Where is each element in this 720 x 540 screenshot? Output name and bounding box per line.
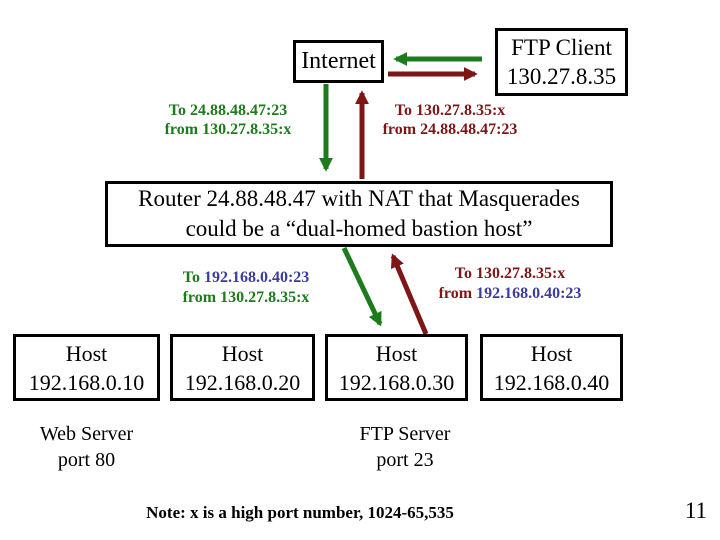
ftp-client-ip: 130.27.8.35 (506, 64, 617, 89)
packet-label-wan-outbound: To 24.88.48.47:23 from 130.27.8.35:x (138, 101, 318, 139)
packet-label-line: from 130.27.8.35:x (182, 289, 310, 306)
packet-label-line: To 130.27.8.35:x (394, 102, 506, 119)
packet-label-line: To 130.27.8.35:x (454, 265, 566, 282)
footnote: Note: x is a high port number, 1024-65,5… (146, 503, 454, 522)
packet-label-wan-inbound: To 130.27.8.35:x from 24.88.48.47:23 (360, 101, 540, 139)
host-ip: 192.168.0.20 (184, 369, 301, 395)
packet-label-lan-outbound: To 192.168.0.40:23 from 130.27.8.35:x (156, 268, 336, 308)
host-node-20: Host 192.168.0.20 (170, 334, 315, 401)
service-port: port 80 (57, 449, 116, 471)
packet-label-line: To 24.88.48.47:23 (168, 102, 288, 119)
internet-node: Internet (293, 40, 384, 83)
host-ip: 192.168.0.40 (493, 369, 610, 395)
host-name: Host (65, 340, 108, 366)
host-ip: 192.168.0.30 (338, 369, 455, 395)
host-name: Host (530, 340, 573, 366)
ftp-client-name: FTP Client (511, 35, 612, 60)
packet-label-line: from 24.88.48.47:23 (382, 121, 518, 138)
host-node-40: Host 192.168.0.40 (480, 334, 623, 401)
page-number: 11 (684, 498, 707, 523)
ftp-client-node: FTP Client 130.27.8.35 (495, 28, 628, 96)
from-prefix: from (438, 285, 477, 302)
router-nat-node: Router 24.88.48.47 with NAT that Masquer… (105, 181, 613, 247)
to-prefix: To (182, 269, 204, 286)
host-name: Host (375, 340, 418, 366)
router-line2: could be a “dual-homed bastion host” (185, 216, 533, 241)
ftp-server-label: FTP Server port 23 (325, 421, 485, 473)
packet-label-lan-inbound: To 130.27.8.35:x from 192.168.0.40:23 (420, 264, 600, 304)
packet-label-line: from 130.27.8.35:x (164, 121, 292, 138)
internet-label: Internet (301, 48, 376, 74)
packet-label-line: from 192.168.0.40:23 (420, 284, 600, 304)
web-server-label: Web Server port 80 (13, 421, 160, 473)
service-name: Web Server (39, 423, 134, 445)
host-name: Host (221, 340, 264, 366)
host-node-10: Host 192.168.0.10 (13, 334, 160, 401)
packet-label-line: To 192.168.0.40:23 (156, 268, 336, 288)
router-line1: Router 24.88.48.47 with NAT that Masquer… (138, 186, 580, 211)
host-ip: 192.168.0.10 (28, 369, 145, 395)
host-node-30: Host 192.168.0.30 (325, 334, 468, 401)
arrow-router-to-host3 (341, 246, 383, 327)
service-name: FTP Server (359, 423, 451, 445)
internal-ip: 192.168.0.40:23 (203, 269, 310, 286)
internal-ip: 192.168.0.40:23 (476, 285, 582, 302)
service-port: port 23 (376, 449, 434, 471)
